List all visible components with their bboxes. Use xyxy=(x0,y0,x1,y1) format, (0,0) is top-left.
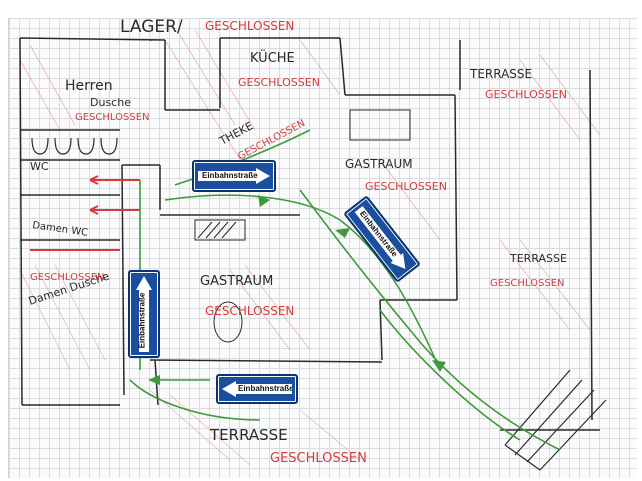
stairs xyxy=(504,369,607,471)
one-way-sign-vertical: Einbahnstraße xyxy=(128,270,160,358)
label-terrasse-right-closed: GESCHLOSSEN xyxy=(490,278,565,289)
label-kueche: KÜCHE xyxy=(250,49,295,66)
label-gastraum-right: GASTRAUM xyxy=(345,157,413,171)
label-herren-closed: GESCHLOSSEN xyxy=(75,112,150,123)
label-terrasse-top-closed: GESCHLOSSEN xyxy=(485,88,567,101)
one-way-sign-top: Einbahnstraße xyxy=(192,160,276,192)
label-terrasse-bottom-closed: GESCHLOSSEN xyxy=(270,451,367,466)
arrow-left-icon xyxy=(222,381,292,397)
label-theke: THEKE xyxy=(216,119,255,148)
one-way-sign-bottom-text: Einbahnstraße xyxy=(238,384,292,393)
label-left-closed: GESCHLOSSEN xyxy=(30,272,105,283)
label-damen-wc: Damen WC xyxy=(32,220,89,239)
label-terrasse-right: TERRASSE xyxy=(509,252,567,265)
one-way-sign-bottom: Einbahnstraße xyxy=(216,374,298,404)
walls xyxy=(19,37,600,431)
arrow-right-icon xyxy=(198,168,270,184)
furniture xyxy=(194,109,411,343)
arrow-down-right-icon xyxy=(354,205,406,269)
green-arrowheads xyxy=(148,195,446,385)
label-dusche: Dusche xyxy=(90,96,131,109)
label-gastraum-center-closed: GESCHLOSSEN xyxy=(205,304,294,318)
toilet-fixtures xyxy=(31,137,118,155)
label-wc: WC xyxy=(30,160,49,173)
label-gastraum-right-closed: GESCHLOSSEN xyxy=(365,180,447,193)
label-gastraum-center: GASTRAUM xyxy=(200,274,273,289)
label-terrasse-bottom: TERRASSE xyxy=(209,426,288,444)
graph-paper-background xyxy=(8,18,637,478)
label-herren: Herren xyxy=(65,78,113,94)
label-terrasse-top: TERRASSE xyxy=(469,67,532,81)
closed-area-hatching xyxy=(19,29,601,466)
label-kueche-closed: GESCHLOSSEN xyxy=(238,76,320,89)
one-way-sign-diagonal: Einbahnstraße xyxy=(343,195,421,283)
label-lager-closed: GESCHLOSSEN xyxy=(205,19,294,33)
red-arrows xyxy=(30,175,140,251)
label-lager: LAGER/ xyxy=(120,17,183,37)
one-way-sign-vertical-text: Einbahnstraße xyxy=(137,292,147,349)
arrow-up-icon xyxy=(136,276,152,352)
one-way-sign-top-text: Einbahnstraße xyxy=(202,171,258,180)
